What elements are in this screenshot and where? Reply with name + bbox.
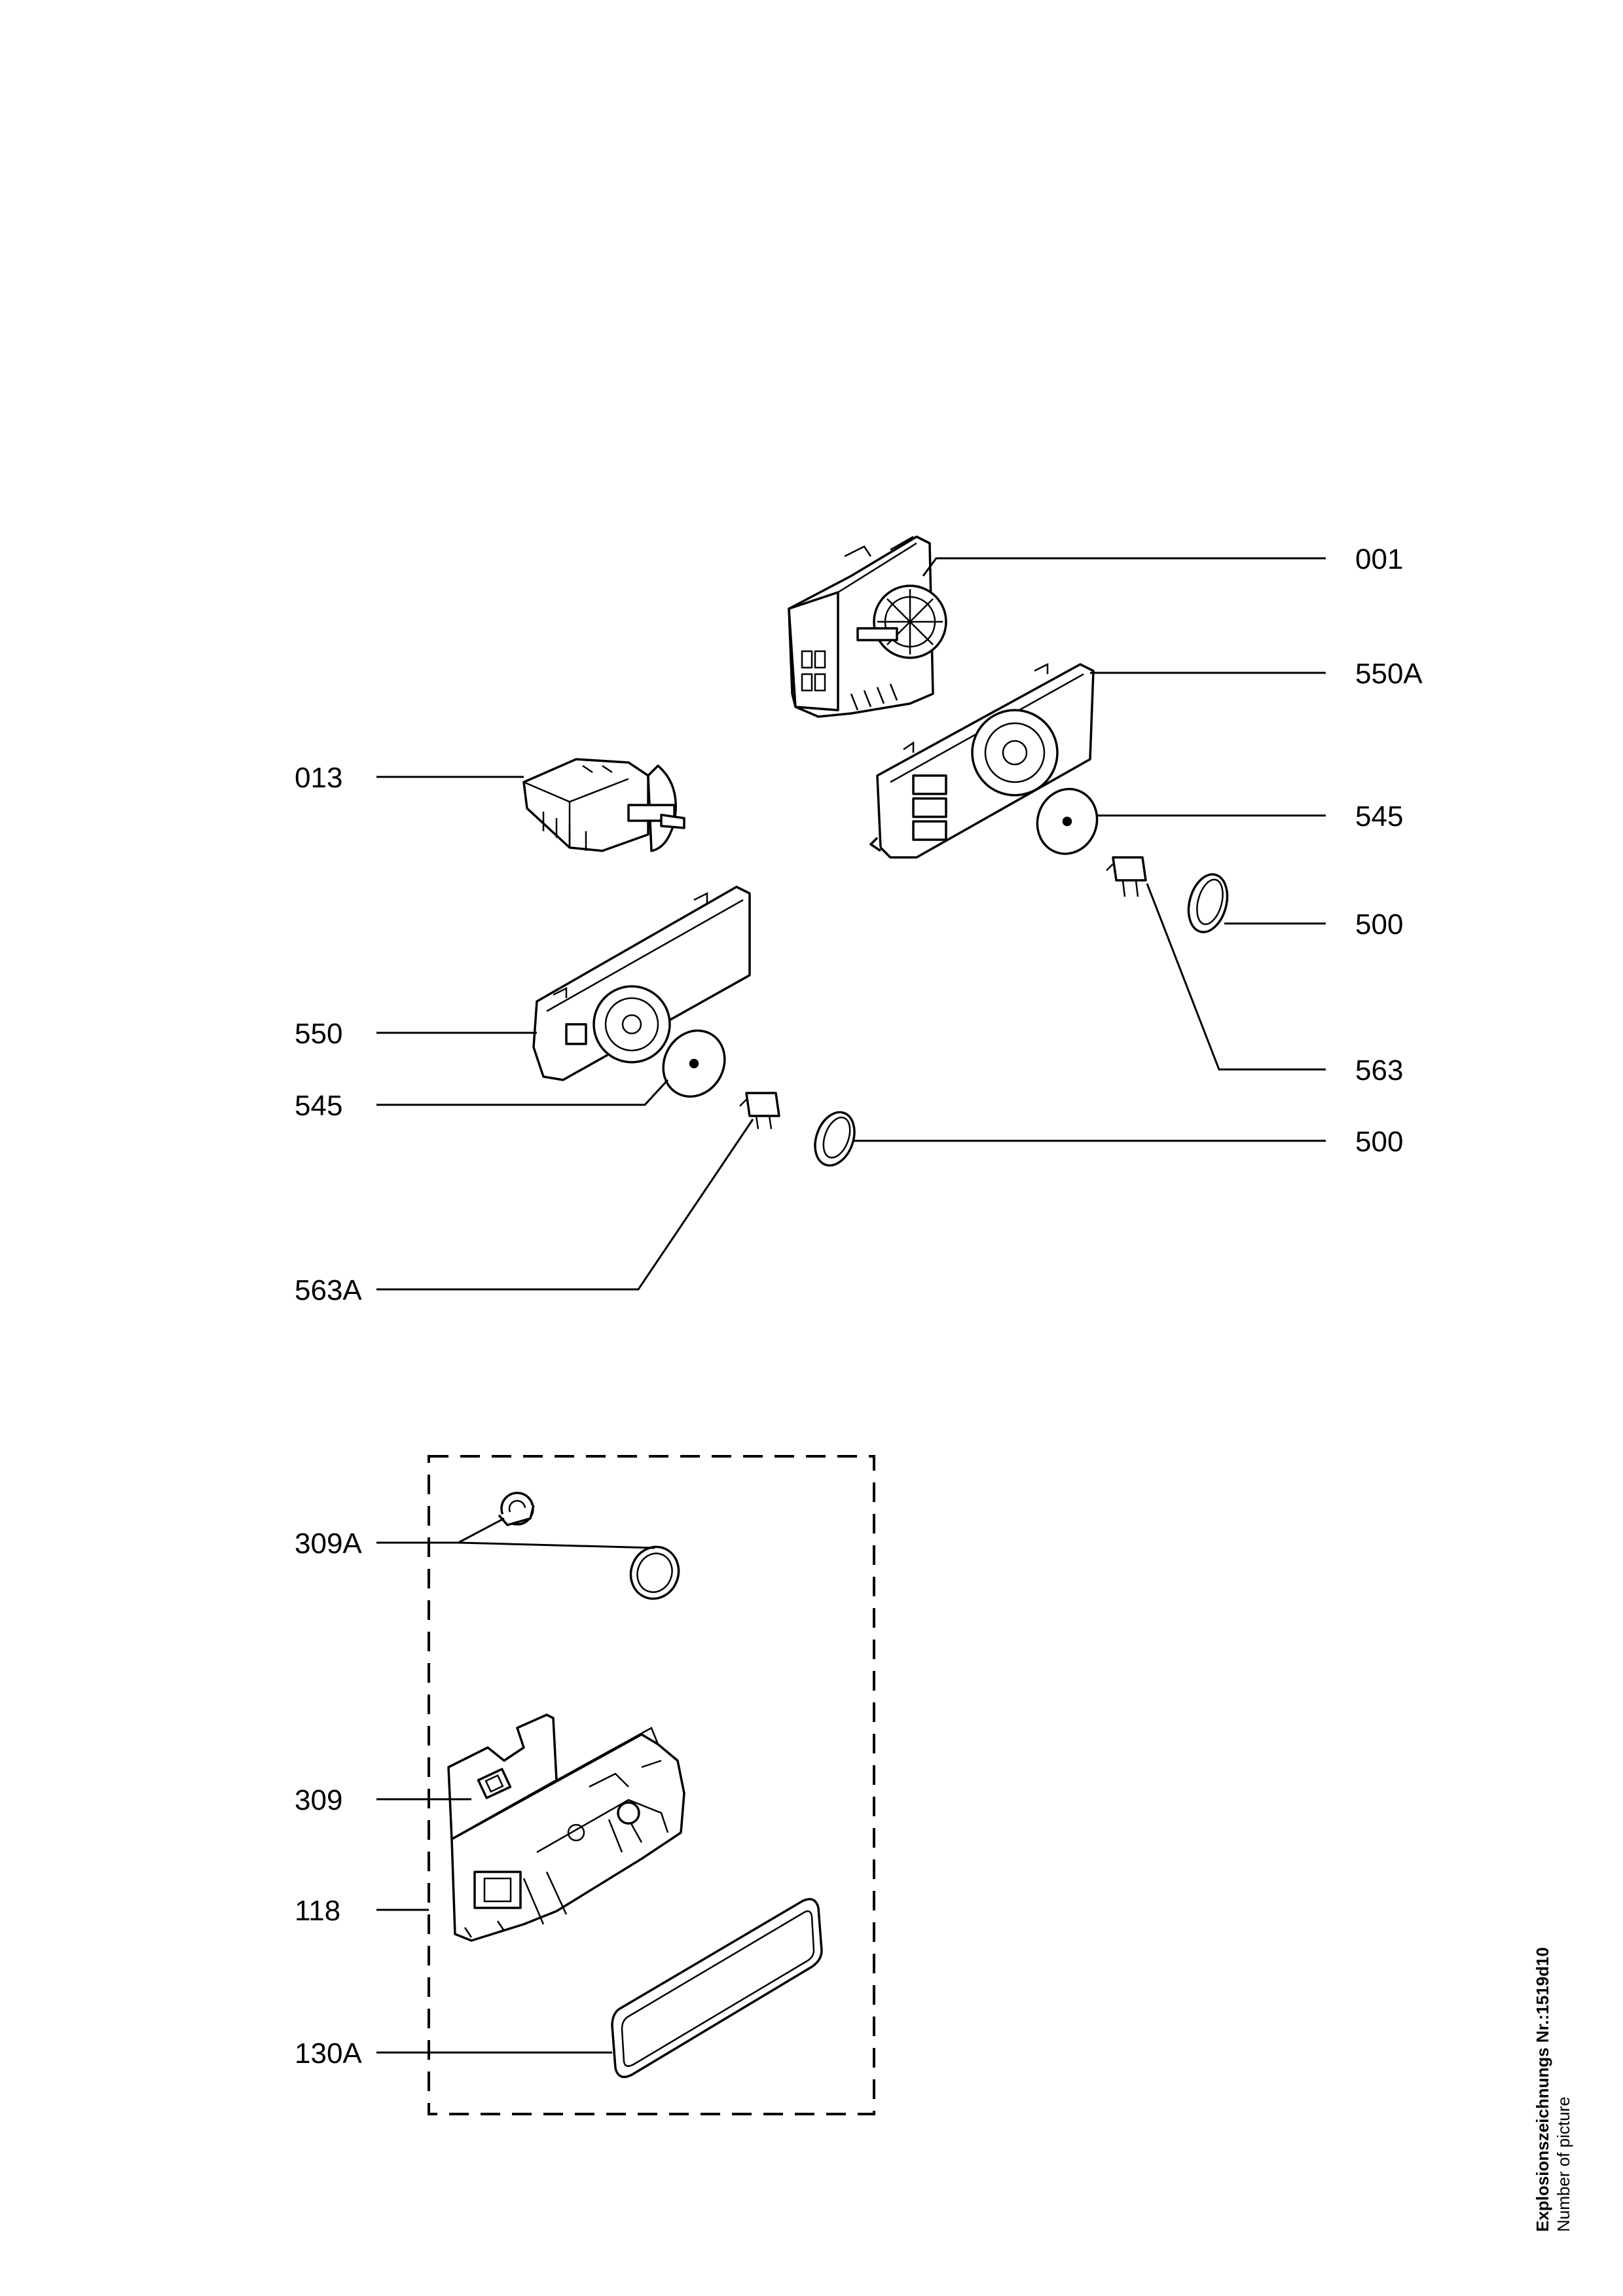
drawing-number: Explosionszeichnungs Nr.:1519d10 <box>1533 1947 1552 2232</box>
part-500-upper-ring <box>1187 873 1229 933</box>
label-309A: 309A <box>295 1528 362 1560</box>
part-545-upper-disc <box>1036 787 1099 855</box>
part-118-door-lock <box>450 1727 685 1942</box>
callout-labels: 001 550A 013 545 500 550 563 545 500 563… <box>295 543 1423 2070</box>
label-309: 309 <box>295 1784 342 1816</box>
part-500-lower-ring <box>814 1111 856 1167</box>
label-545-upper: 545 <box>1355 800 1403 833</box>
leader-001 <box>922 557 1326 577</box>
picture-caption: Number of picture <box>1554 2096 1573 2232</box>
part-309A-valve <box>498 1492 535 1526</box>
label-500-lower: 500 <box>1355 1126 1403 1158</box>
part-550A-control-panel <box>869 662 1095 859</box>
part-001-timer <box>788 535 947 718</box>
leader-563 <box>1146 883 1326 1071</box>
leader-309A-valve <box>376 1517 505 1544</box>
label-500-upper: 500 <box>1355 908 1403 941</box>
part-013-switch <box>522 758 685 852</box>
label-545-lower: 545 <box>295 1090 342 1122</box>
leader-309A-ring <box>458 1541 655 1549</box>
part-563-upper-pin <box>1106 856 1147 897</box>
part-545-lower-disc <box>662 1029 726 1098</box>
label-001: 001 <box>1355 543 1403 575</box>
leader-563A <box>376 1119 754 1291</box>
label-118: 118 <box>295 1895 340 1927</box>
part-550-control-panel <box>532 886 751 1081</box>
label-130A: 130A <box>295 2037 362 2070</box>
label-550A: 550A <box>1355 658 1423 690</box>
label-550: 550 <box>295 1018 342 1050</box>
kit-dashed-box <box>428 1455 875 2115</box>
part-130A-gasket <box>611 1897 823 2079</box>
leader-545-lower <box>376 1079 669 1106</box>
part-563A-pin <box>739 1092 780 1130</box>
label-563: 563 <box>1355 1054 1403 1086</box>
label-563A: 563A <box>295 1274 362 1306</box>
label-013: 013 <box>295 762 342 794</box>
side-caption: Explosionszeichnungs Nr.:1519d10 Number … <box>1533 1947 1573 2232</box>
leader-lines <box>376 557 1326 2054</box>
part-309A-ring <box>629 1545 680 1600</box>
